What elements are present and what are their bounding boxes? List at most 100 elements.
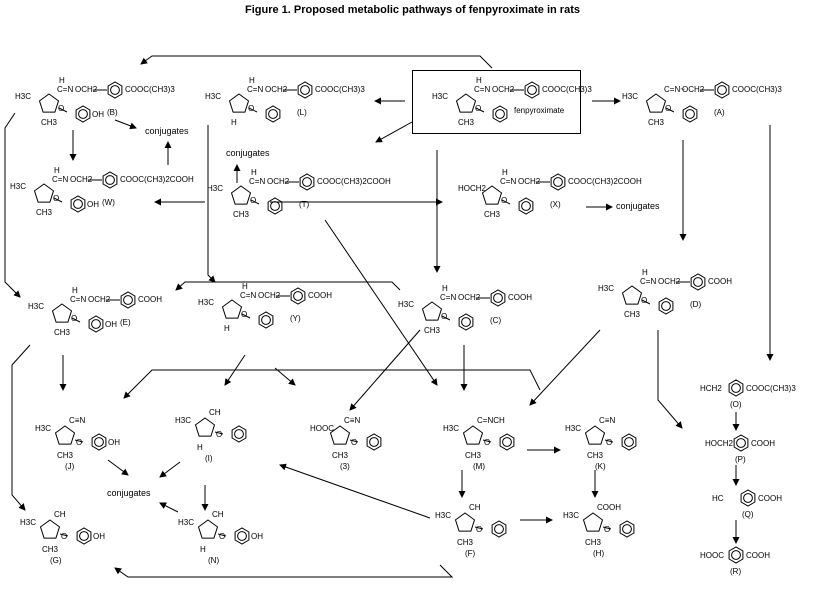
compound-label: (W) xyxy=(102,198,115,207)
structure-rings xyxy=(645,81,730,123)
right-substituent: COOH xyxy=(751,439,775,448)
methylene-oxy: OCH2 xyxy=(458,293,481,302)
n-substituent: CH3 xyxy=(648,118,665,127)
methylene-oxy: OCH2 xyxy=(265,85,288,94)
compound-label: (P) xyxy=(735,455,746,464)
arrow-M-to-J xyxy=(123,369,541,399)
compound-label: (Y) xyxy=(290,314,301,323)
compound-label: (T) xyxy=(299,200,310,209)
structure-rings xyxy=(728,546,744,564)
n-substituent: CH3 xyxy=(585,538,602,547)
left-substituent: HOCH2 xyxy=(705,439,734,448)
oxime-linkage: C=N xyxy=(474,85,491,94)
structure-rings xyxy=(733,434,749,452)
compound-label: (E) xyxy=(120,318,131,327)
structure-rings xyxy=(230,173,315,215)
methyl-group: H3C xyxy=(205,92,222,101)
ether-oxygen: O xyxy=(219,532,226,541)
methylene-oxy: OCH2 xyxy=(258,291,281,300)
arrow-B-to-conjugates xyxy=(114,119,137,130)
compound-label: (C) xyxy=(490,316,502,325)
ether-oxygen: O xyxy=(606,438,613,447)
ring-substituent: CH xyxy=(469,503,481,512)
compound-label: (M) xyxy=(473,462,485,471)
oxime-linkage: C=N xyxy=(240,291,257,300)
n-substituent: H xyxy=(224,324,230,333)
n-substituent: CH3 xyxy=(465,451,482,460)
oxime-linkage: C=N xyxy=(500,177,517,186)
n-substituent: CH3 xyxy=(36,208,53,217)
structure-rings xyxy=(329,425,382,451)
ester-group: COOC(CH3)3 xyxy=(732,85,782,94)
oxime-linkage: C=N~ xyxy=(664,85,685,94)
structure-rings xyxy=(54,425,107,451)
ester-group: COOH xyxy=(708,277,732,286)
structure-rings xyxy=(51,291,136,333)
methylene-oxy: OCH2 xyxy=(88,295,111,304)
hydrogen: H xyxy=(642,268,648,277)
structure-rings xyxy=(621,273,706,315)
structure-rings xyxy=(728,379,744,397)
compound-label: (L) xyxy=(297,108,307,117)
ring-substituent: CH xyxy=(209,408,221,417)
substituent-group: H3C xyxy=(178,518,195,527)
structure-rings xyxy=(584,425,637,451)
compound-label: (G) xyxy=(50,556,62,565)
compound-label: (Q) xyxy=(742,510,754,519)
ether-oxygen: O xyxy=(250,196,257,205)
ester-group: COOC(CH3)2COOH xyxy=(120,175,194,184)
ether-oxygen: O xyxy=(475,104,482,113)
arrow-Y-to-3 xyxy=(274,367,296,386)
methyl-group: H3C xyxy=(198,298,215,307)
right-substituent: COOC(CH3)3 xyxy=(746,384,796,393)
n-substituent: CH3 xyxy=(233,210,250,219)
arrow-C-to-E xyxy=(175,281,401,291)
arrow-B-to-E xyxy=(4,112,21,298)
structure-rings xyxy=(462,425,515,451)
hydrogen: H xyxy=(54,166,60,175)
n-substituent: CH3 xyxy=(624,310,641,319)
arrow-E-to-G xyxy=(11,344,31,511)
ether-oxygen: O xyxy=(441,312,448,321)
methyl-group: H3C xyxy=(10,182,27,191)
n-substituent: H xyxy=(197,443,203,452)
hydrogen: H xyxy=(251,168,257,177)
ester-group: COOC(CH3)3 xyxy=(315,85,365,94)
ether-oxygen: O xyxy=(241,310,248,319)
methylene-oxy: OCH2 xyxy=(492,85,515,94)
methyl-group: H3C xyxy=(398,300,415,309)
compound-label: (X) xyxy=(550,200,561,209)
substituent-group: H3C xyxy=(35,424,52,433)
compound-label: (R) xyxy=(730,567,742,576)
arrow-Y-to-J xyxy=(224,354,246,386)
ring-substituent: C≡N xyxy=(344,416,361,425)
compound-label: (N) xyxy=(208,556,220,565)
n-substituent: H xyxy=(200,545,206,554)
methyl-group: H3C xyxy=(598,284,615,293)
ring-substituent: COOH xyxy=(597,503,621,512)
hydrogen: H xyxy=(242,282,248,291)
hydrogen: H xyxy=(442,284,448,293)
ether-oxygen: O xyxy=(248,104,255,113)
n-substituent: CH3 xyxy=(41,118,58,127)
compound-label: (B) xyxy=(107,108,118,117)
ether-oxygen: O xyxy=(76,438,83,447)
left-substituent: HOOC xyxy=(700,551,724,560)
compound-label: (D) xyxy=(690,300,702,309)
methyl-group: H3C xyxy=(622,92,639,101)
hydrogen: H xyxy=(72,286,78,295)
ester-group: COOC(CH3)3 xyxy=(542,85,592,94)
oxime-linkage: C=N xyxy=(57,85,74,94)
right-substituent: COOH xyxy=(746,551,770,560)
structure-rings xyxy=(481,173,566,215)
